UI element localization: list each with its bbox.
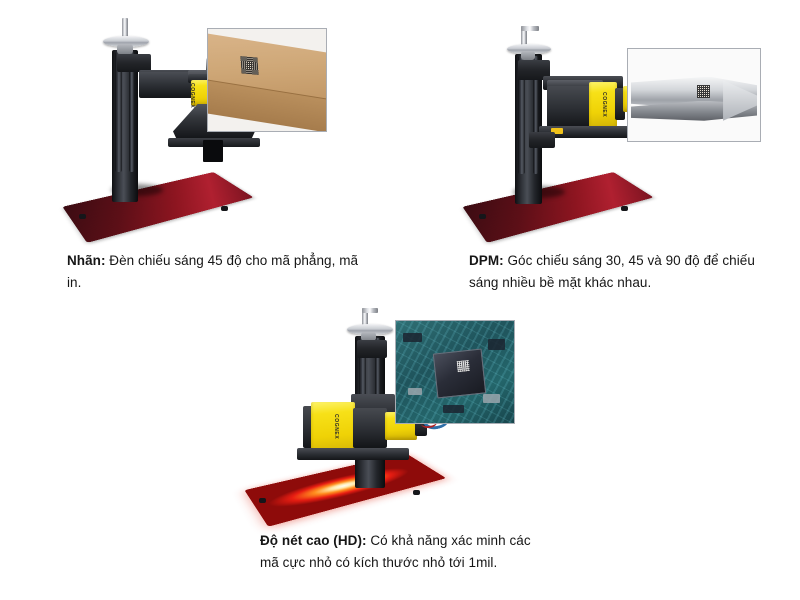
- data-matrix-code: [240, 55, 259, 75]
- pcb-component: [488, 339, 505, 350]
- sensor-base-plate: [297, 448, 409, 460]
- mount-bracket: [117, 54, 151, 72]
- cognex-sensor-body: COGNEX: [589, 82, 617, 130]
- caption-body: Góc chiếu sáng 30, 45 và 90 độ để chiếu …: [469, 252, 755, 290]
- cognex-logo-text: COGNEX: [333, 414, 339, 440]
- mount-knuckle: [529, 132, 555, 148]
- mount-bracket: [357, 340, 387, 358]
- sensor-top-cover: [547, 80, 603, 88]
- adjustment-handwheel[interactable]: [347, 324, 393, 335]
- adjustment-handwheel[interactable]: [103, 36, 149, 47]
- dome-light-notch: [203, 140, 223, 162]
- caption-hd: Độ nét cao (HD): Có khả năng xác minh cá…: [260, 530, 552, 574]
- stand-post-rail: [518, 56, 525, 174]
- caption-body: Có khả năng xác minh các mã cực nhỏ có k…: [260, 532, 531, 570]
- reader-stand-label-figure: COGNEX: [55, 14, 395, 243]
- data-matrix-code: [696, 84, 710, 98]
- box-photo: [208, 29, 326, 131]
- adjustment-handwheel[interactable]: [507, 44, 551, 54]
- plate-foot: [479, 214, 486, 219]
- pcb-component: [443, 404, 465, 413]
- adjustment-knob-handle[interactable]: [521, 26, 539, 31]
- pcb-chip: [432, 348, 487, 398]
- inset-photo-pcb: [395, 320, 515, 424]
- caption-lead: Độ nét cao (HD):: [260, 532, 367, 548]
- status-led: [551, 128, 563, 134]
- figure-panel-dpm: COGNEX DPM: Góc chiếu sáng 30, 45 và 90 …: [455, 14, 795, 304]
- cognex-logo-text: COGNEX: [189, 83, 195, 109]
- stand-post-rail: [115, 52, 122, 172]
- inset-photo-box: [207, 28, 327, 132]
- plate-foot: [621, 206, 628, 211]
- plate-foot: [221, 206, 228, 211]
- reader-stand-hd-figure: COGNEX: [244, 298, 605, 527]
- adjustment-knob-hub: [117, 44, 133, 54]
- caption-body: Đèn chiếu sáng 45 độ cho mã phẳng, mã in…: [67, 252, 359, 290]
- reader-stand-dpm-figure: COGNEX: [455, 14, 795, 243]
- pcb-photo: [396, 321, 514, 423]
- adjustment-knob-handle[interactable]: [362, 308, 378, 313]
- cognex-sensor-rear: [547, 86, 593, 128]
- stand-post-rail: [129, 52, 134, 172]
- sensor-lens-housing: [353, 408, 387, 448]
- caption-lead: Nhãn:: [67, 252, 106, 268]
- adjustment-knob-stem[interactable]: [362, 308, 368, 326]
- sensor-mount-block: [139, 72, 197, 98]
- sensor-lens-housing: [615, 88, 625, 120]
- cognex-sensor-body: COGNEX: [311, 402, 355, 456]
- cognex-logo-text: COGNEX: [601, 92, 607, 118]
- figure-panel-hd: COGNEX Độ nét cao (HD): Có khả năng xác …: [244, 298, 605, 594]
- adjustment-knob-stem[interactable]: [122, 18, 128, 40]
- adjustment-knob-hub: [521, 51, 535, 60]
- base-plate-label: [62, 166, 254, 243]
- tool-photo: [628, 49, 760, 141]
- figure-panel-label: COGNEX Nhãn: Đèn chiếu sáng 45 độ cho mã…: [55, 14, 395, 304]
- caption-lead: DPM:: [469, 252, 504, 268]
- pcb-component: [403, 333, 422, 343]
- plate-foot: [413, 490, 420, 495]
- adjustment-knob-hub: [361, 332, 376, 341]
- plate-foot: [259, 498, 266, 503]
- pcb-component: [407, 388, 422, 396]
- mount-bracket: [518, 60, 550, 80]
- pcb-component: [483, 394, 500, 403]
- stand-post-rail: [533, 56, 538, 174]
- base-plate-hd: [244, 448, 447, 527]
- caption-label: Nhãn: Đèn chiếu sáng 45 độ cho mã phẳng,…: [67, 250, 362, 294]
- base-plate-dpm: [462, 166, 654, 243]
- inset-photo-tool: [627, 48, 761, 142]
- plate-foot: [79, 214, 86, 219]
- caption-dpm: DPM: Góc chiếu sáng 30, 45 và 90 độ để c…: [469, 250, 769, 294]
- adjustment-knob-stem[interactable]: [521, 26, 527, 46]
